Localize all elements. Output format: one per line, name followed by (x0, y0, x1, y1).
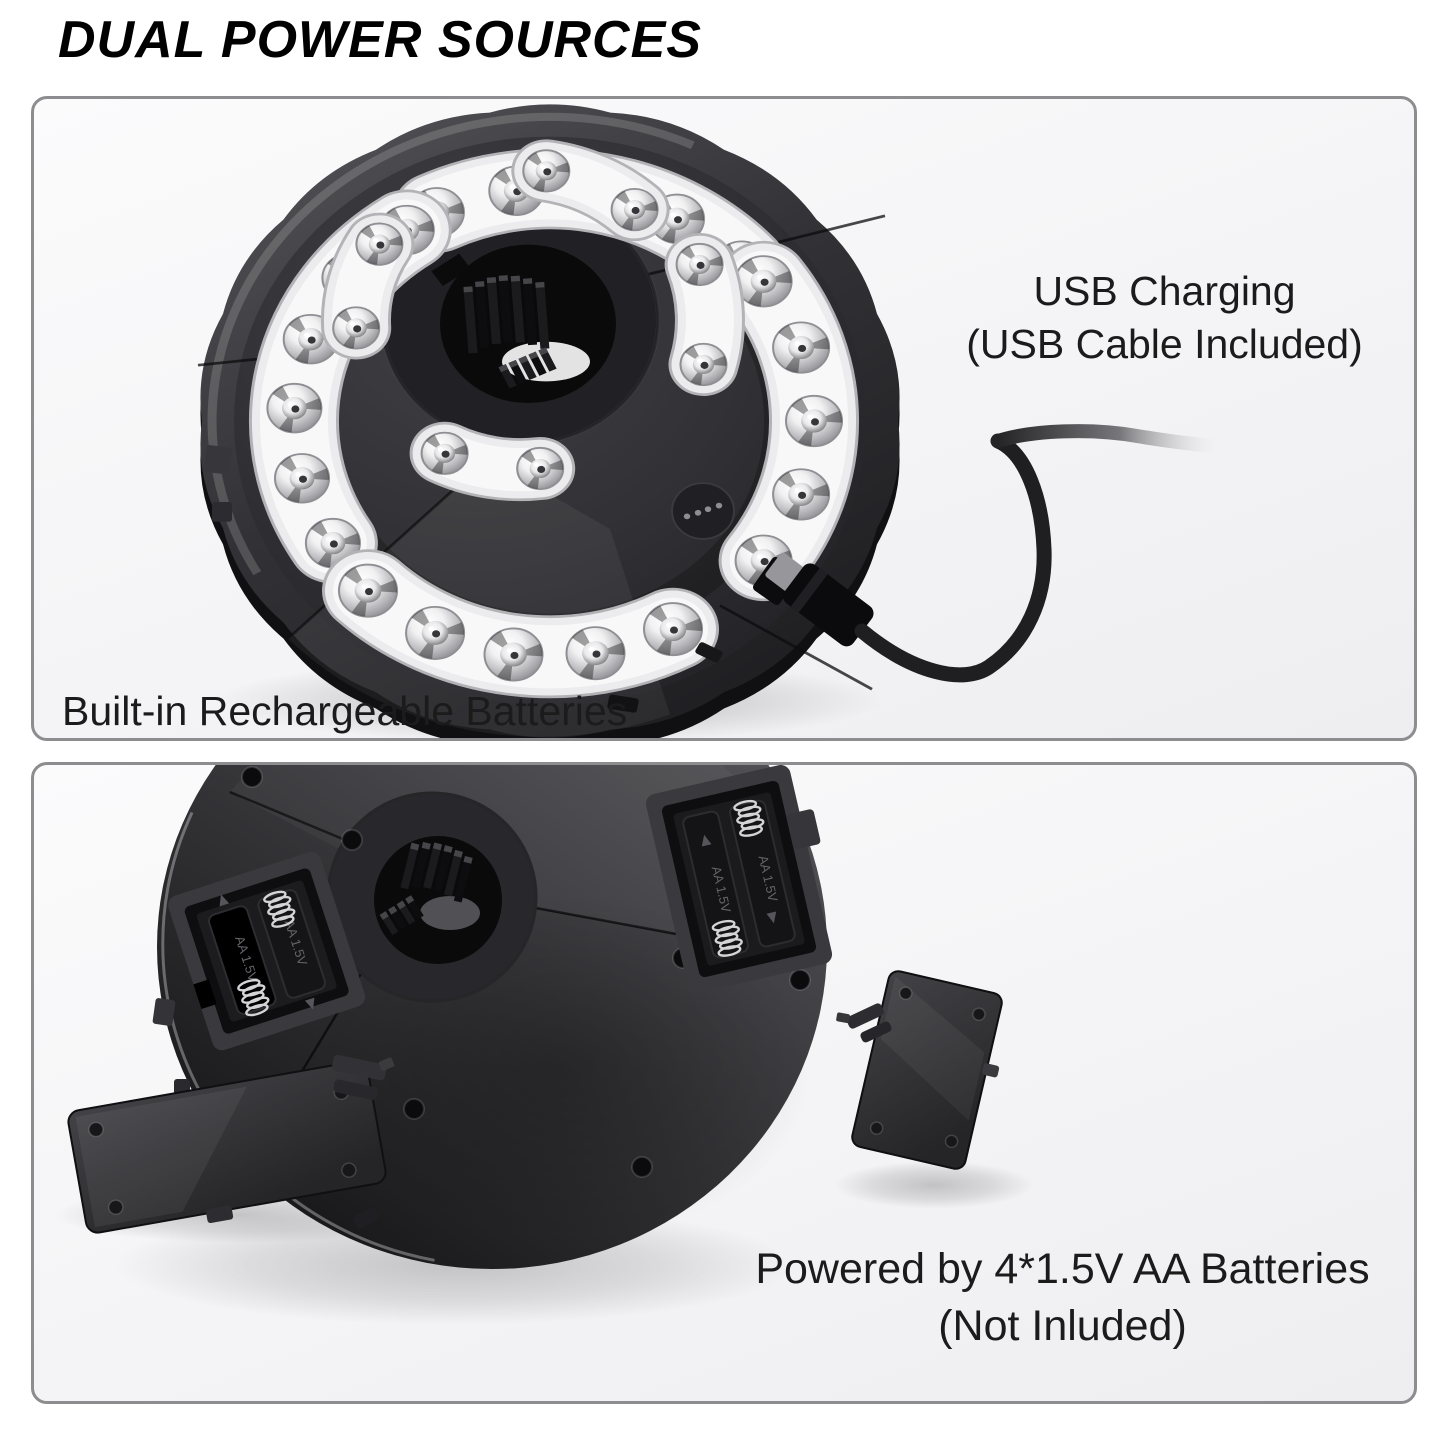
battery-cover-right (836, 970, 1003, 1170)
led-cup (516, 446, 565, 491)
led-pod-inner-right (664, 232, 745, 396)
led-cup (734, 255, 793, 308)
led-cup (522, 149, 571, 193)
cover-corner-bosses (869, 986, 986, 1149)
cover-bottom-tab (206, 1205, 234, 1223)
bottom-photo-panel: AA 1.5V AA 1.5V AA 1.5V AA 1.5V (31, 762, 1417, 1404)
caption-usb-line2: (USB Cable Included) (966, 321, 1363, 368)
led-cup (643, 602, 703, 657)
clamp-teeth (463, 275, 550, 354)
battery-spring (711, 919, 743, 957)
led-cup (355, 222, 404, 266)
caption-aa-line1: Powered by 4*1.5V AA Batteries (755, 1245, 1370, 1293)
polarity-arrow (766, 911, 777, 924)
page-title: DUAL POWER SOURCES (58, 11, 702, 69)
screw-hole (403, 1098, 425, 1120)
cover-side-nub (982, 1063, 1000, 1078)
battery-spring (237, 978, 270, 1017)
umbrella-light-device (197, 104, 900, 738)
led-cup (772, 321, 831, 374)
battery-indicator-dots (683, 502, 723, 520)
led-cup (405, 605, 466, 660)
caption-rechargeable: Built-in Rechargeable Batteries (62, 688, 628, 734)
cover-right-shadow (834, 1161, 1034, 1209)
cover-latch-clip (331, 1054, 395, 1100)
pole-clamp-hub (326, 791, 538, 1003)
led-cup (785, 394, 843, 448)
led-cup (338, 563, 398, 618)
led-cup (772, 468, 831, 521)
led-pod-inner-bottom (409, 421, 576, 502)
battery-spring (733, 799, 765, 837)
battery-compartment-right: AA 1.5V AA 1.5V (645, 765, 833, 994)
usb-cable-fading-end (991, 424, 1221, 453)
led-pod-inner-top (511, 139, 670, 242)
led-cup (483, 627, 544, 682)
led-cup (565, 626, 626, 681)
usb-cable (854, 433, 1052, 683)
led-cup (332, 306, 381, 350)
polarity-arrow (219, 894, 230, 907)
caption-aa-line2: (Not Inluded) (938, 1301, 1187, 1350)
cover-sheen (75, 1086, 247, 1228)
led-cup (274, 453, 330, 504)
clamp-teeth (400, 841, 473, 903)
led-cup (675, 242, 724, 287)
cover-sheen (880, 976, 985, 1121)
led-cup (420, 431, 469, 475)
cover-latch-clip (836, 1003, 892, 1043)
polarity-arrow (701, 834, 712, 847)
battery-cover-left (67, 1054, 395, 1234)
battery-spring (263, 890, 296, 928)
led-pod-outer-right (718, 240, 860, 602)
rim-tabs (203, 445, 723, 713)
led-pod-inner-left (320, 212, 415, 360)
screw-hole (789, 969, 811, 991)
power-button[interactable] (671, 482, 735, 540)
led-pod-outer-bottom (322, 549, 719, 699)
led-cup (679, 342, 728, 387)
usb-plug (765, 552, 874, 647)
latch-slot (193, 979, 217, 1010)
clamp-teeth (498, 347, 557, 389)
umbrella-light-top-view (197, 104, 1221, 738)
latch-tab (786, 809, 821, 850)
led-cup (266, 382, 323, 434)
screw-hole (341, 829, 363, 851)
clamp-teeth (379, 895, 424, 936)
battery-compartment-left: AA 1.5V AA 1.5V (168, 851, 366, 1051)
battery-slot (729, 799, 796, 948)
hub-notch (431, 253, 471, 286)
battery-slot (208, 905, 277, 1015)
hub-floor (420, 896, 480, 930)
top-photo-panel: Built-in Rechargeable Batteries USB Char… (31, 96, 1417, 741)
battery-slot (257, 889, 326, 999)
led-cup (610, 187, 659, 232)
screw-hole (241, 766, 263, 788)
polarity-arrow (304, 997, 315, 1010)
umbrella-light-bottom-view: AA 1.5V AA 1.5V AA 1.5V AA 1.5V (54, 765, 1034, 1325)
caption-usb-charging: USB Charging (USB Cable Included) (912, 265, 1414, 372)
screw-hole (631, 1156, 653, 1178)
caption-aa-batteries: Powered by 4*1.5V AA Batteries (Not Inlu… (690, 1241, 1414, 1355)
caption-usb-line1: USB Charging (1033, 268, 1296, 314)
